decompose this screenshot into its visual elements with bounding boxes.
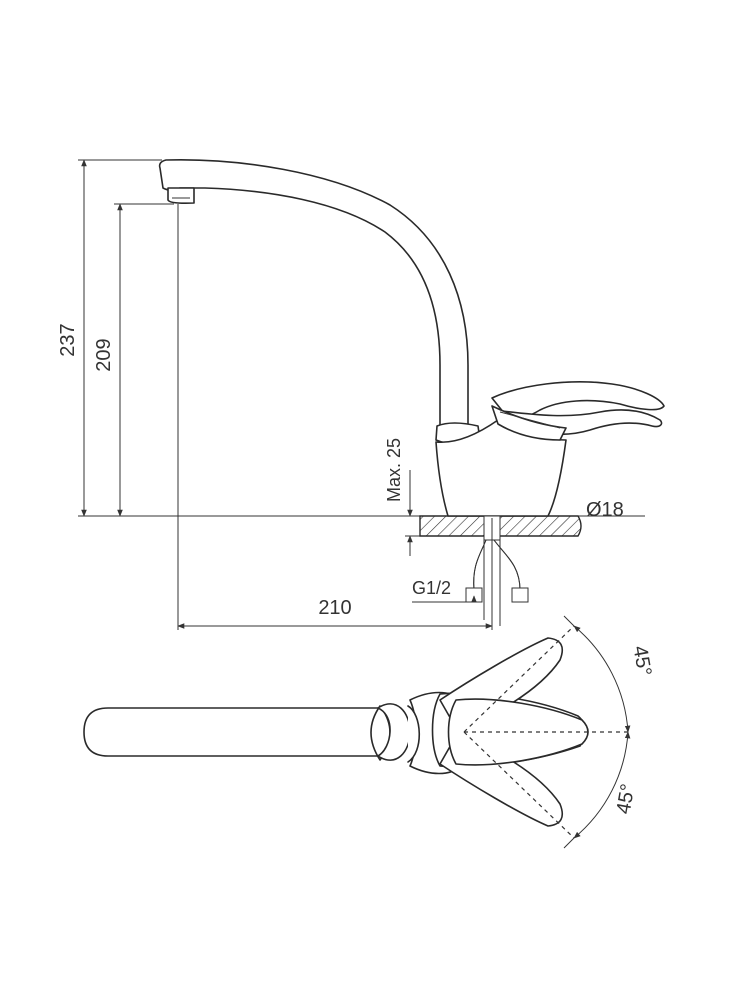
angle-label-lower: 45° [613, 782, 640, 816]
dimension-diameter-18: Ø18 [586, 499, 624, 521]
dim-label-210: 210 [318, 597, 351, 619]
dim-label-thread: G1/2 [412, 578, 451, 598]
dimension-237: 237 [57, 159, 162, 517]
angle-label-upper: 45° [628, 644, 655, 678]
dimension-210: 210 [177, 597, 493, 629]
spout-top [83, 707, 388, 757]
mixer-body [435, 419, 567, 517]
axis-upper [463, 625, 575, 733]
top-view: 45° 45° [83, 615, 655, 849]
dim-label-209: 209 [93, 338, 115, 371]
dim-label-237: 237 [57, 323, 79, 356]
angle-arc-upper [573, 625, 631, 733]
axis-lower [463, 731, 575, 839]
dimension-thread: G1/2 [412, 578, 477, 603]
aerator [167, 187, 195, 204]
angle-arc-lower [573, 731, 631, 839]
dim-label-max-25: Max. 25 [384, 438, 404, 502]
side-view: 237 209 210 Max. 25 Ø18 G1/2 [57, 159, 665, 630]
lever-handle [491, 381, 665, 441]
spout-body [158, 159, 469, 426]
dim-label-diameter-18: Ø18 [586, 499, 624, 521]
dimension-max-25: Max. 25 [384, 438, 413, 556]
dimension-209: 209 [93, 203, 174, 517]
